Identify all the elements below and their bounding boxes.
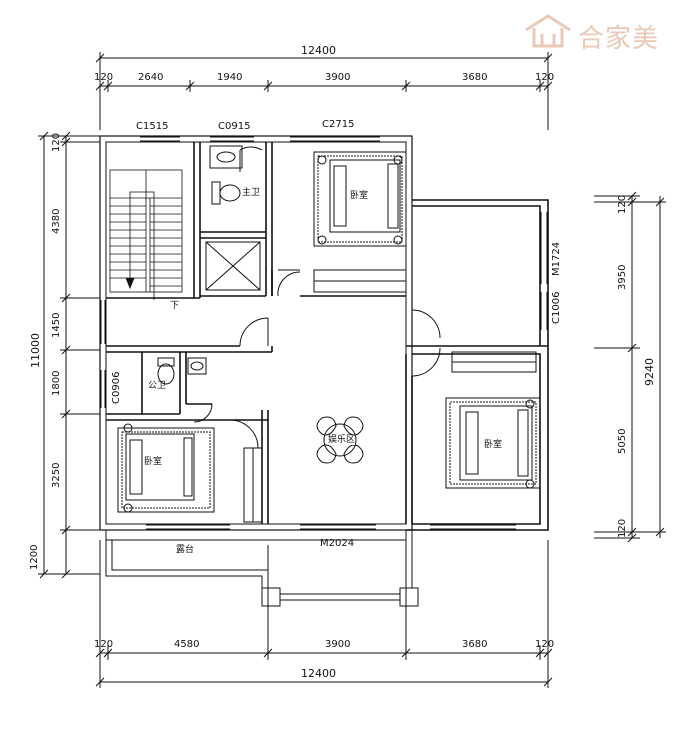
room-public-bath: 公卫 [148,381,167,391]
room-master-bath: 主卫 [242,188,261,198]
right-dimension-lines [594,191,666,543]
staircase [109,169,183,300]
right-seg-4: 120 [617,518,628,538]
left-seg-6: 1200 [29,544,40,570]
walls [99,135,549,531]
master-bath-fixtures [209,145,243,205]
bedroom-2-furniture [117,423,263,523]
door-m1724: M1724 [551,241,562,276]
bedroom-1-furniture [313,151,407,293]
brand-name: 合家美 [578,24,660,54]
bottom-seg-2: 4580 [174,639,200,650]
left-seg-4: 1800 [51,370,62,396]
entertainment-table [316,416,364,464]
left-seg-3: 1450 [51,312,62,338]
top-seg-2: 2640 [138,72,164,83]
window-c2715: C2715 [322,119,355,130]
terrace [105,530,419,607]
windows [100,136,548,530]
window-c1006: C1006 [551,291,562,324]
top-seg-3: 1940 [217,72,243,83]
window-c0906: C0906 [111,371,122,404]
window-c1515: C1515 [136,121,169,132]
room-terrace: 露台 [176,545,195,555]
public-bath-fixtures [157,357,207,385]
bottom-seg-1: 120 [94,639,114,650]
bottom-dimension-lines [95,540,553,688]
stair-down-label: 下 [170,301,180,311]
left-seg-5: 3250 [51,462,62,488]
doors [193,146,441,449]
top-seg-1: 120 [94,72,114,83]
left-dimension-lines [38,131,108,579]
bottom-total-dim: 12400 [301,667,336,680]
elevator-shaft [205,241,261,291]
top-seg-5: 3680 [462,72,488,83]
bottom-seg-5: 120 [535,639,555,650]
room-entertainment: 娱乐区 [328,435,356,445]
bottom-seg-3: 3900 [325,639,351,650]
top-seg-6: 120 [535,72,555,83]
bedroom-3-furniture [445,351,541,489]
house-logo-icon [525,14,571,48]
left-total-dim: 11000 [29,333,42,368]
room-bedroom-1: 卧室 [350,191,369,201]
room-bedroom-2: 卧室 [144,457,163,467]
brand-watermark: 合家美 [518,10,688,54]
right-total-dim: 9240 [643,358,656,386]
bottom-seg-4: 3680 [462,639,488,650]
left-seg-1: 120 [51,132,62,152]
right-seg-3: 5050 [617,428,628,454]
top-dimension-lines [95,52,553,130]
left-seg-2: 4380 [51,208,62,234]
room-bedroom-3: 卧室 [484,440,503,450]
right-seg-2: 3950 [617,264,628,290]
top-total-dim: 12400 [301,44,336,57]
window-c0915: C0915 [218,121,251,132]
top-seg-4: 3900 [325,72,351,83]
right-seg-1: 120 [617,194,628,214]
door-m2024: M2024 [320,538,355,549]
